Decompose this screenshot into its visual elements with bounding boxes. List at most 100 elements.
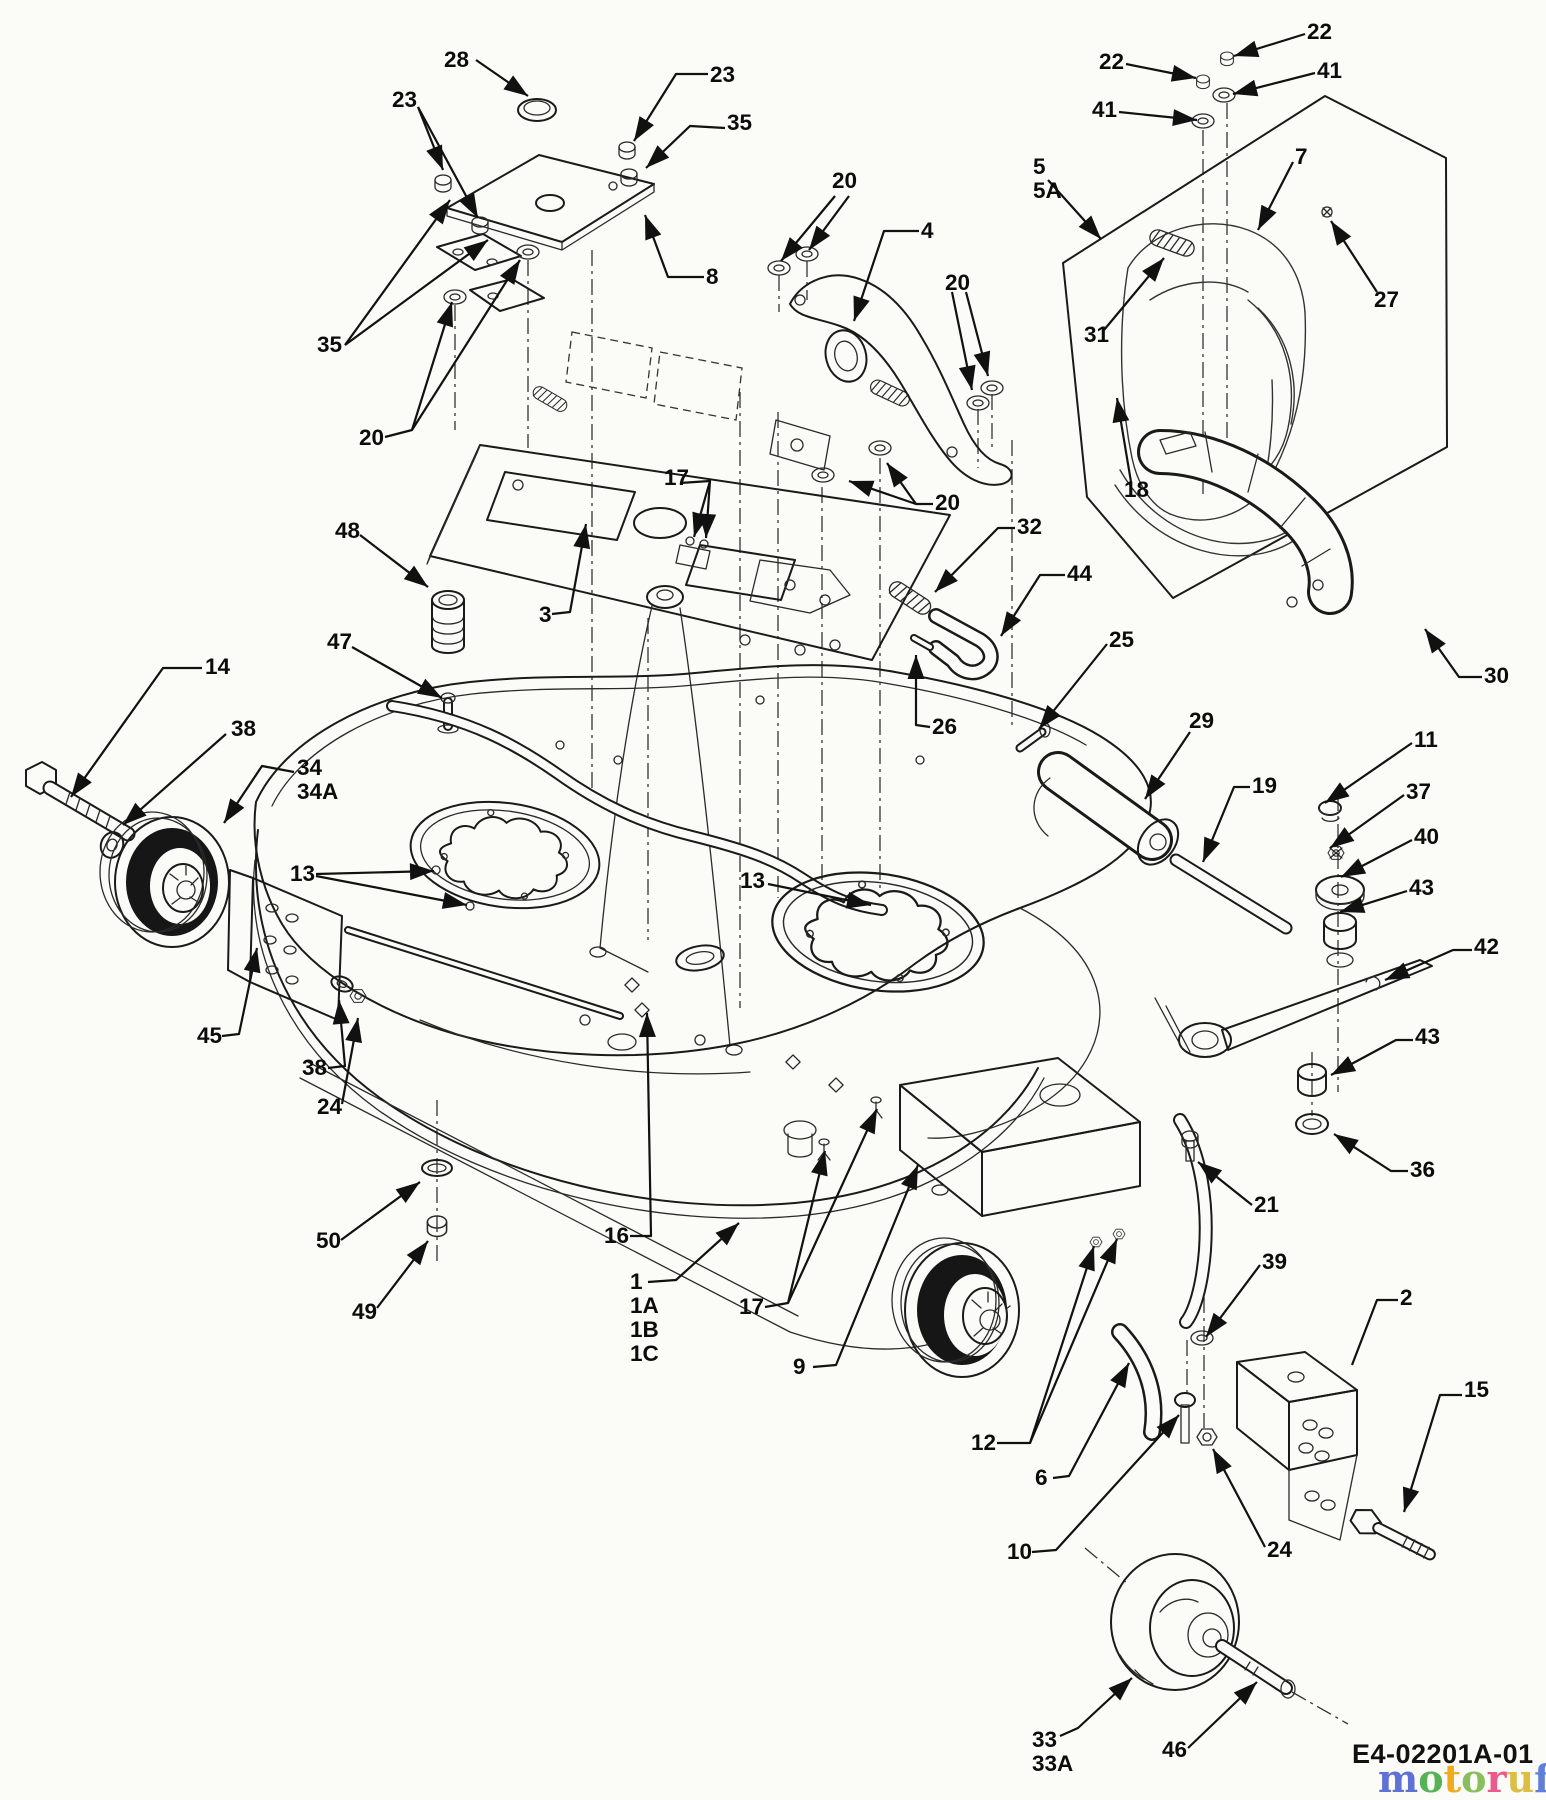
leader-arrowhead-28 <box>503 75 528 96</box>
part-label-2: 2 <box>1400 1285 1413 1310</box>
part-label-32: 32 <box>1017 514 1042 539</box>
leader-arrowhead-48 <box>403 565 428 587</box>
leader-line-15 <box>1402 1393 1462 1513</box>
part-label-22-right: 22 <box>1307 19 1332 44</box>
part-label-38-upper: 38 <box>231 716 256 741</box>
part-label-35-left: 35 <box>317 332 342 357</box>
part-label-20-mid: 20 <box>935 490 960 515</box>
leader-line-2 <box>1350 1298 1398 1366</box>
leader-arrowhead-20-top <box>809 225 831 250</box>
leader-arrowhead-25 <box>1039 704 1061 729</box>
part-label-47: 47 <box>327 629 352 654</box>
leader-arrowhead-6 <box>1110 1363 1129 1389</box>
leader-arrowhead-24-left <box>345 1018 362 1044</box>
belt-cover-plate <box>434 98 655 312</box>
leader-arrowhead-13-left <box>409 863 434 881</box>
leader-line-10 <box>1031 1414 1180 1554</box>
leader-line-17-bottom <box>764 1150 827 1309</box>
part-label-30: 30 <box>1484 663 1509 688</box>
leader-line-13-left <box>315 874 468 907</box>
gauge-wheel-left <box>25 761 230 948</box>
part-label-23-left: 23 <box>392 87 417 112</box>
spindle-hardware-column <box>1315 800 1365 968</box>
leader-arrowhead-37 <box>1330 827 1355 848</box>
leader-line-45 <box>221 947 259 1038</box>
part-label-42: 42 <box>1474 934 1499 959</box>
leader-arrowhead-23-right <box>634 116 654 141</box>
leader-arrowhead-41-left <box>1172 109 1197 127</box>
part-label-25: 25 <box>1109 627 1134 652</box>
leader-arrowhead-21 <box>1198 1162 1223 1184</box>
leader-arrowhead-32 <box>935 568 958 592</box>
leader-line-17-bottom <box>787 1108 878 1304</box>
leader-arrowhead-22-right <box>1234 40 1260 58</box>
leader-arrowhead-43-upper <box>1340 896 1366 913</box>
part-label-29: 29 <box>1189 708 1214 733</box>
leader-arrowhead-17-bottom <box>811 1151 828 1177</box>
caster-bracket-assembly <box>1174 1330 1436 1561</box>
part-label-17-top: 17 <box>664 465 689 490</box>
leader-arrowhead-20-left <box>499 260 520 285</box>
leader-arrowhead-23-left <box>426 144 443 170</box>
part-label-16: 16 <box>604 1223 629 1248</box>
leader-arrowhead-31 <box>1142 258 1164 282</box>
leader-arrowhead-20-top <box>781 237 803 261</box>
leader-arrowhead-14 <box>71 772 92 797</box>
footer: E4-02201A-01 motoruf.de <box>1352 1739 1546 1800</box>
leader-line-33-33A <box>1059 1677 1133 1738</box>
part-labels: 2823352383520204202017348473244262522224… <box>197 19 1509 1776</box>
leader-arrowhead-19 <box>1203 836 1221 862</box>
leader-arrowhead-10 <box>1156 1415 1179 1439</box>
spindle-mounting-plate <box>426 246 1004 1056</box>
leader-arrowhead-46 <box>1233 1682 1257 1705</box>
leader-line-9 <box>812 1164 920 1369</box>
leader-arrowhead-30 <box>1425 629 1446 654</box>
leader-arrowhead-20-mid <box>887 463 908 488</box>
roller-and-rod <box>1033 751 1293 935</box>
leader-line-19 <box>1201 785 1250 863</box>
leader-arrowhead-38-upper <box>123 802 147 825</box>
leader-arrowhead-36 <box>1334 1134 1359 1155</box>
leader-arrowhead-17-bottom <box>859 1109 877 1135</box>
spring-and-hook <box>910 608 1051 753</box>
part-label-41-right: 41 <box>1317 58 1342 83</box>
leader-arrowhead-35-right <box>646 145 670 168</box>
leader-line-43-lower <box>1330 1038 1413 1076</box>
leader-arrowhead-13-mid <box>845 891 871 909</box>
part-label-14: 14 <box>205 654 231 679</box>
diagram-artwork <box>25 51 1448 1725</box>
part-label-43-upper: 43 <box>1409 875 1434 900</box>
part-label-7: 7 <box>1295 144 1308 169</box>
leader-arrowhead-24-lower <box>1213 1449 1232 1475</box>
leader-arrowhead-3 <box>573 524 591 550</box>
leader-arrowhead-49 <box>406 1241 428 1266</box>
part-label-43-lower: 43 <box>1415 1024 1440 1049</box>
part-label-4: 4 <box>921 218 934 243</box>
leader-arrowhead-50 <box>395 1182 420 1204</box>
part-label-41-left: 41 <box>1092 97 1117 122</box>
leader-arrowhead-29 <box>1145 774 1166 799</box>
leader-line-20-left <box>411 259 521 431</box>
leader-line-44 <box>1000 573 1065 637</box>
part-label-44: 44 <box>1067 561 1093 586</box>
leader-arrowhead-39 <box>1206 1312 1228 1337</box>
part-label-35-right: 35 <box>727 110 752 135</box>
deck-hanger-arm <box>1154 959 1433 1329</box>
part-label-38-lower: 38 <box>302 1055 327 1080</box>
leader-line-42 <box>1384 948 1472 982</box>
part-label-27: 27 <box>1374 287 1399 312</box>
leader-arrowhead-20-right <box>973 350 991 376</box>
part-label-50: 50 <box>316 1228 341 1253</box>
part-label-24-left: 24 <box>317 1094 343 1119</box>
leader-arrowhead-4 <box>853 295 870 321</box>
leader-arrowhead-40 <box>1341 858 1367 877</box>
part-label-22-left: 22 <box>1099 49 1124 74</box>
leader-arrowhead-35-left <box>429 200 450 225</box>
leader-line-14 <box>70 666 202 798</box>
leader-arrowhead-38-lower <box>332 1000 350 1025</box>
leader-line-23-right <box>633 72 708 142</box>
part-label-20-left: 20 <box>359 425 384 450</box>
part-label-13-left: 13 <box>290 861 315 886</box>
